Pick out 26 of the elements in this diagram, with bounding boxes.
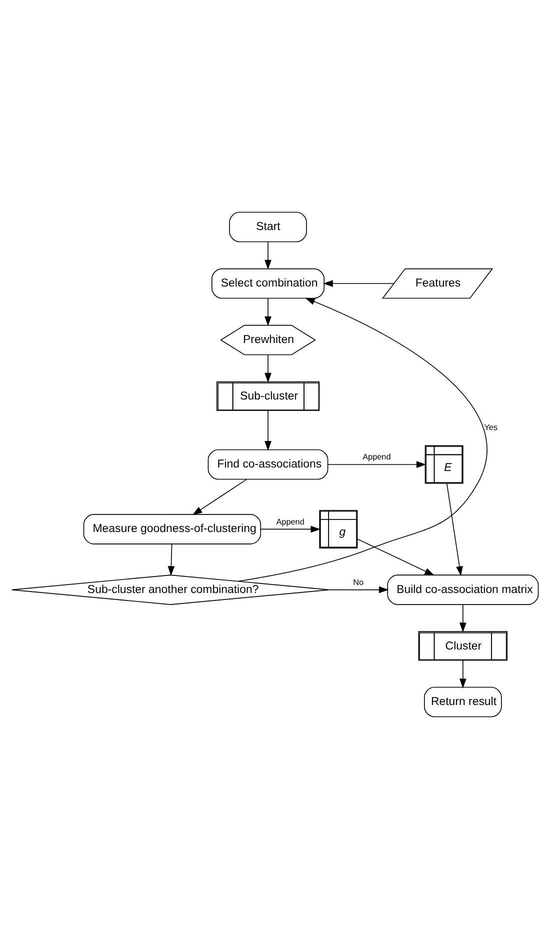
arrow [446, 482, 463, 576]
edge-label: Append [276, 516, 304, 526]
arrow [327, 460, 426, 468]
node-diamond: Sub-cluster another combination? [11, 574, 330, 604]
arrow [459, 660, 466, 688]
arrow [260, 525, 321, 532]
edge-label: No [353, 577, 364, 586]
arrow [323, 280, 394, 286]
arrow [264, 241, 272, 270]
node-box: Build co-association matrix [387, 574, 539, 604]
node-box: Return result [424, 686, 502, 717]
arrow [192, 478, 248, 515]
arrow [264, 410, 272, 450]
arrow [264, 298, 272, 326]
edge-label: Yes [484, 422, 498, 432]
node-box: Select combination [212, 268, 325, 298]
arrow [264, 354, 272, 382]
arrow [328, 586, 389, 593]
node-box: Find co-associations [208, 448, 328, 480]
arrow [238, 297, 488, 582]
node-box: Measure goodness-of-clustering [83, 514, 262, 544]
node-box: Start [229, 211, 307, 242]
arrow [459, 604, 466, 632]
arrow [168, 543, 175, 576]
edge-label: Append [362, 452, 391, 462]
arrow [356, 538, 435, 576]
